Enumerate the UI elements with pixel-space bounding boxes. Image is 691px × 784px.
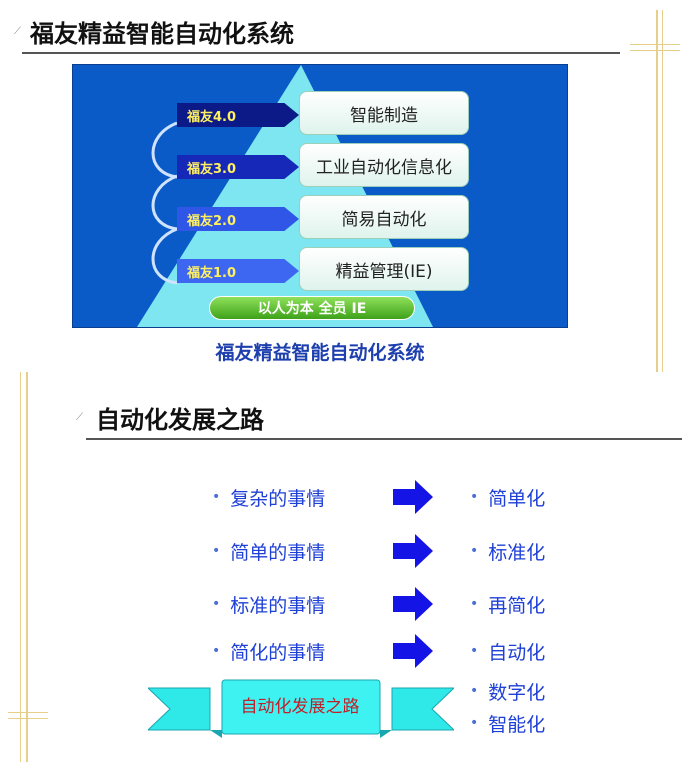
bullet-dot-icon: • bbox=[212, 643, 221, 659]
tag-label: 福友3.0 bbox=[187, 161, 237, 177]
frame-line bbox=[8, 718, 48, 719]
target-label: 简单化 bbox=[488, 487, 546, 510]
source-label: 复杂的事情 bbox=[230, 487, 326, 510]
bullet-dot-icon: • bbox=[212, 596, 221, 612]
level-box-2: 简易自动化 bbox=[299, 195, 469, 239]
tag-label: 福友4.0 bbox=[187, 109, 237, 125]
pyramid-base: 以人为本 全员 IE bbox=[209, 296, 415, 320]
level-connector bbox=[151, 174, 178, 231]
target-item: • 自动化 bbox=[470, 634, 545, 668]
bullet-dot-icon: • bbox=[470, 683, 479, 699]
target-label: 自动化 bbox=[488, 641, 546, 664]
target-label: 再简化 bbox=[488, 594, 546, 617]
level-box-4: 智能制造 bbox=[299, 91, 469, 135]
bullet-dot-icon: • bbox=[212, 543, 221, 559]
frame-line bbox=[630, 44, 680, 45]
target-item: • 简单化 bbox=[470, 480, 545, 514]
slide-automation-path: ⟋ 自动化发展之路 • 复杂的事情 • 简单化 • 简单的事情 • 标准化 • 标准的事情… bbox=[0, 372, 691, 784]
bullet-dot-icon: • bbox=[470, 489, 479, 505]
slide-pyramid: ⟋ 福友精益智能自动化系统 福友4.0 智能制造 福友3.0 工业自动化信息化 … bbox=[0, 0, 691, 372]
source-item: • 复杂的事情 bbox=[212, 480, 325, 514]
frame-line bbox=[630, 50, 680, 51]
list-item: • 标准的事情 • 再简化 bbox=[0, 587, 691, 621]
bullet-dot-icon: • bbox=[470, 543, 479, 559]
bullet-dot-icon: • bbox=[470, 715, 479, 731]
title-marker-icon: ⟋ bbox=[14, 26, 21, 37]
source-label: 简单的事情 bbox=[230, 541, 326, 564]
source-item: • 简化的事情 bbox=[212, 634, 325, 668]
target-label: 标准化 bbox=[488, 541, 546, 564]
source-label: 标准的事情 bbox=[230, 594, 326, 617]
bullet-dot-icon: • bbox=[212, 489, 221, 505]
tag-level-3: 福友3.0 bbox=[177, 155, 299, 179]
bullet-dot-icon: • bbox=[470, 643, 479, 659]
source-item: • 简单的事情 bbox=[212, 534, 325, 568]
tag-level-2: 福友2.0 bbox=[177, 207, 299, 231]
ribbon-label: 自动化发展之路 bbox=[240, 696, 360, 717]
arrow-right-icon bbox=[393, 480, 433, 514]
level-connector bbox=[151, 121, 178, 179]
tag-level-4: 福友4.0 bbox=[177, 103, 299, 127]
level-box-3: 工业自动化信息化 bbox=[299, 143, 469, 187]
target-item: • 再简化 bbox=[470, 587, 545, 621]
level-connector bbox=[151, 227, 178, 285]
target-item: • 数字化 bbox=[470, 676, 545, 706]
title-divider bbox=[86, 438, 682, 440]
ribbon-banner bbox=[148, 679, 454, 738]
target-item: • 智能化 bbox=[470, 708, 545, 738]
target-label: 智能化 bbox=[488, 713, 546, 736]
tag-label: 福友2.0 bbox=[187, 213, 237, 229]
slide-title: 福友精益智能自动化系统 bbox=[30, 20, 294, 48]
list-item: • 简单的事情 • 标准化 bbox=[0, 534, 691, 568]
source-item: • 标准的事情 bbox=[212, 587, 325, 621]
frame-line bbox=[662, 10, 663, 372]
list-item: • 简化的事情 • 自动化 bbox=[0, 634, 691, 668]
arrow-right-icon bbox=[393, 634, 433, 668]
source-label: 简化的事情 bbox=[230, 641, 326, 664]
tag-level-1: 福友1.0 bbox=[177, 259, 299, 283]
arrow-right-icon bbox=[393, 534, 433, 568]
arrow-right-icon bbox=[393, 587, 433, 621]
target-item: • 标准化 bbox=[470, 534, 545, 568]
title-divider bbox=[22, 52, 620, 54]
tag-label: 福友1.0 bbox=[187, 265, 237, 281]
frame-line bbox=[20, 372, 21, 762]
frame-line bbox=[26, 372, 28, 762]
level-box-1: 精益管理(IE) bbox=[299, 247, 469, 291]
title-marker-icon: ⟋ bbox=[76, 412, 83, 423]
target-label: 数字化 bbox=[488, 681, 546, 704]
frame-line bbox=[8, 712, 48, 713]
list-item: • 复杂的事情 • 简单化 bbox=[0, 480, 691, 514]
slide-title: 自动化发展之路 bbox=[96, 406, 264, 434]
bullet-dot-icon: • bbox=[470, 596, 479, 612]
diagram-caption: 福友精益智能自动化系统 bbox=[215, 342, 425, 364]
frame-line bbox=[656, 10, 658, 372]
pyramid-diagram: 福友4.0 智能制造 福友3.0 工业自动化信息化 福友2.0 简易自动化 福友… bbox=[72, 64, 568, 328]
